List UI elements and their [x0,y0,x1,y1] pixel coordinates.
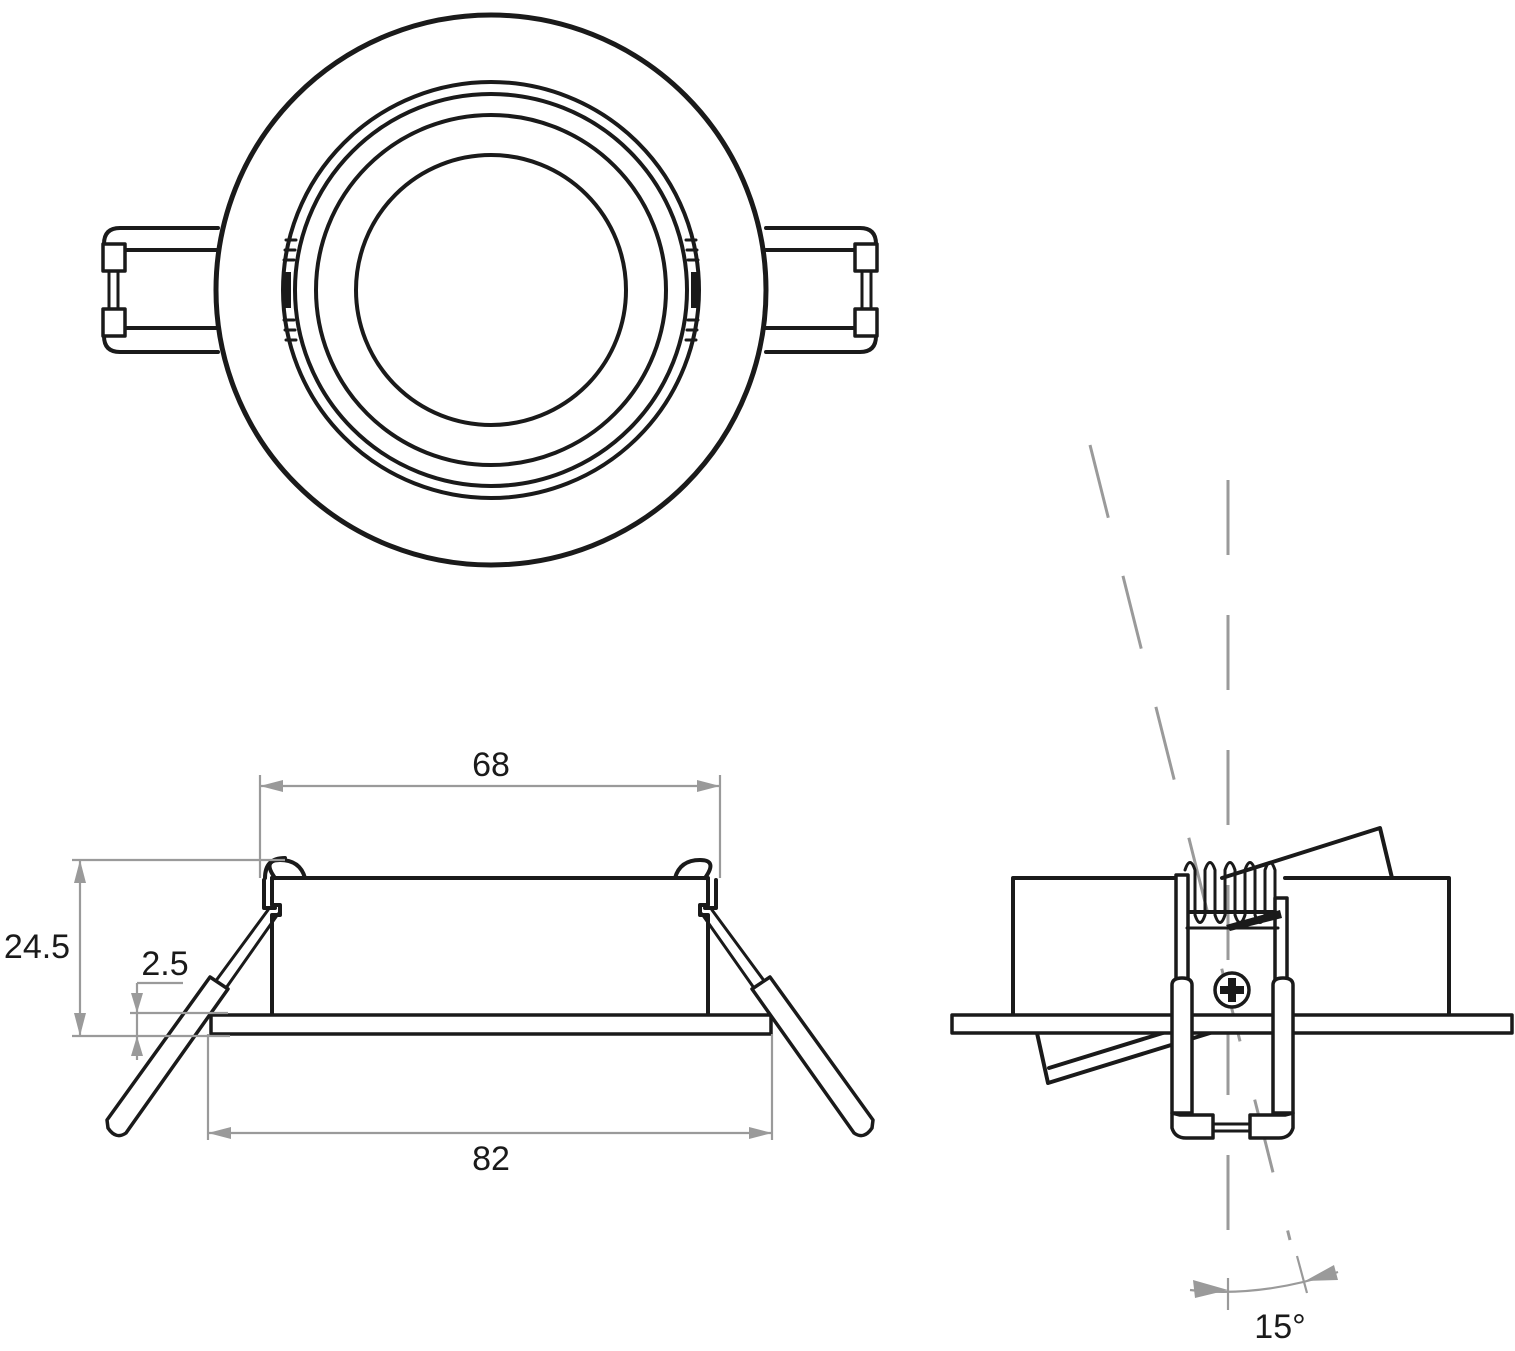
adjustment-screw [1213,971,1251,1009]
lamp-opening [354,153,628,427]
dimension-24-5-label: 24.5 [4,928,70,966]
dimension-68: 68 [258,746,722,878]
side-flange [950,1013,1514,1035]
torsion-spring [1174,861,1289,987]
spring-legs [1170,976,1295,1140]
left-spring-arm [105,908,280,1138]
ring-notch-right [684,238,700,342]
top-view [101,12,879,568]
front-flange [209,1013,773,1036]
dimension-2-5-label: 2.5 [141,945,188,983]
dimension-82: 82 [206,1034,774,1178]
right-spring-arm [700,908,875,1138]
adjustment-ring-inner [293,92,689,488]
dimension-15-degrees: 15° [1189,1255,1339,1346]
right-spring-clip [764,226,879,354]
dimension-15-degrees-label: 15° [1254,1308,1305,1346]
dimension-68-label: 68 [472,746,510,784]
dimension-2-5: 2.5 [130,945,228,1060]
dimension-24-5: 24.5 [4,858,285,1038]
lamp-holder-ring [314,113,668,467]
outer-flange-ring [213,12,769,568]
left-spring-clip [101,226,220,354]
dimension-82-label: 82 [472,1140,510,1178]
tilted-axis-dashed [1088,444,1292,1241]
front-view: 68 82 24.5 2.5 [4,746,875,1178]
ring-notch-left [282,238,298,342]
side-view: 15° [950,444,1514,1346]
